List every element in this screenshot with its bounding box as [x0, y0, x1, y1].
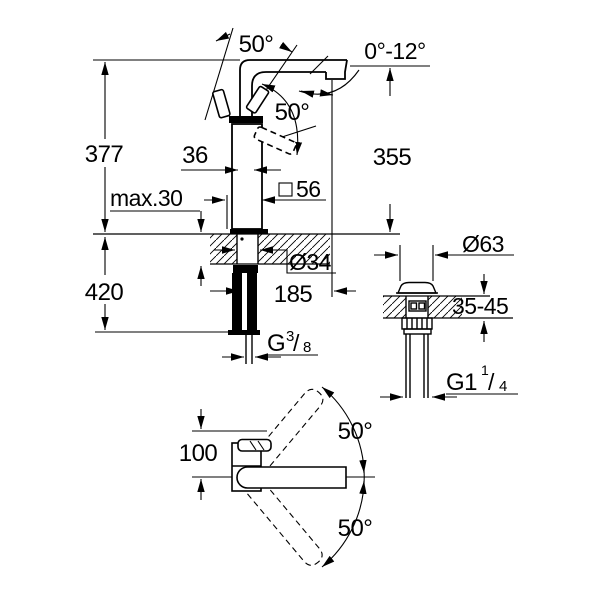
counter-hatch-right [258, 234, 330, 264]
spout-aerator [325, 59, 348, 80]
lever-swing-arc [261, 83, 303, 156]
dim-supply-thread: G 3 / 8 [267, 328, 312, 357]
svg-text:/: / [293, 330, 300, 356]
base-plate [230, 229, 268, 234]
spout-outer [239, 59, 347, 116]
svg-text:4: 4 [499, 378, 507, 395]
dim-spout-height: 355 [373, 144, 412, 171]
dim-aerator-tilt: 0°-12° [364, 38, 425, 64]
drain-detail-view [374, 245, 518, 401]
dim-lever-swing-angle: 50° [275, 99, 310, 126]
lever-handle-open-dashed [253, 126, 297, 155]
faucet-plan-view [192, 386, 375, 568]
dim-total-height: 377 [85, 141, 124, 168]
svg-text:8: 8 [303, 339, 311, 356]
drain-body-detail [408, 300, 427, 312]
lever-handle-closed [212, 88, 231, 119]
dim-swivel-up: 50° [338, 418, 373, 445]
dim-swivel-down: 50° [338, 515, 373, 542]
drain-flange-cap [396, 281, 438, 294]
plan-lever [237, 438, 272, 452]
svg-text:3: 3 [286, 328, 294, 345]
dim-waste-thread: G1 1 / 4 [446, 362, 508, 396]
square-symbol [278, 182, 293, 197]
side-view-dimensions [93, 27, 430, 361]
spout-inner [251, 71, 326, 116]
dim-spout-reach: 185 [274, 281, 313, 308]
svg-text:G1: G1 [446, 369, 477, 396]
dim-lever-angle: 50° [239, 31, 274, 58]
dim-base-square: 56 [296, 176, 321, 202]
svg-text:G: G [267, 330, 285, 357]
spout-position-down-dashed [241, 474, 323, 566]
swivel-arc [321, 386, 365, 568]
dimension-labels: 50° 0°-12° 377 36 50° 355 max.30 56 420 … [85, 31, 509, 542]
threaded-rod-right [247, 273, 257, 330]
drain-counter-hatch-left [383, 296, 406, 318]
lock-nut [233, 265, 258, 273]
dim-max-counter-thickness: max.30 [110, 185, 182, 211]
body-cap [229, 116, 263, 123]
lever-axis-line-closed [204, 27, 234, 121]
plan-spout [236, 466, 347, 489]
drain-counter-hatch-right [428, 296, 462, 318]
rod-end-bar [228, 330, 260, 335]
dim-tube-width: 36 [182, 142, 208, 169]
dim-hole-diameter: Ø34 [289, 249, 332, 275]
lever-handle-raised [245, 85, 270, 114]
spout-position-up-dashed [242, 388, 324, 481]
dim-plan-offset: 100 [179, 440, 218, 467]
threaded-rod-left [232, 273, 242, 330]
counter-hatch-left [210, 234, 237, 264]
dim-below-counter: 420 [85, 279, 124, 306]
dim-drain-counter-range: 35-45 [452, 293, 508, 319]
faucet-side-view [210, 59, 348, 364]
svg-text:/: / [488, 369, 495, 395]
svg-text:1: 1 [481, 362, 489, 378]
dim-drain-flange-diameter: Ø63 [462, 231, 504, 257]
